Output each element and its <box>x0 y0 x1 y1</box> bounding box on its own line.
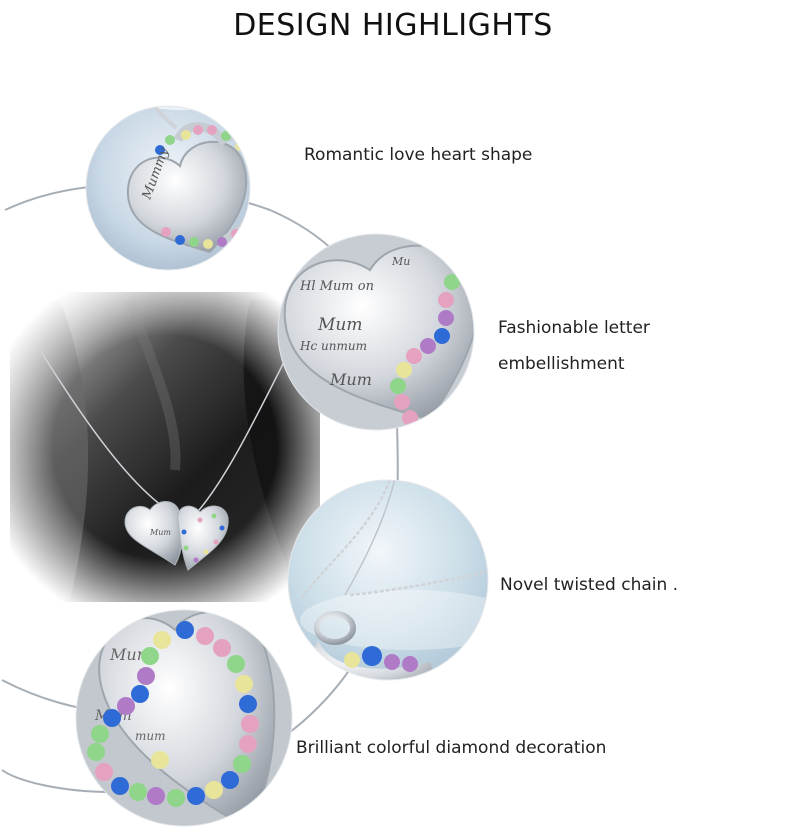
feature-label-twisted-chain: Novel twisted chain . <box>500 575 679 595</box>
feature-label-colorful-diamonds: Brilliant colorful diamond decoration <box>296 738 607 758</box>
detail-heart-shape: Mummy <box>86 106 250 270</box>
feature-label-letter-line1: Fashionable letter <box>498 318 650 338</box>
svg-text:Mum: Mum <box>149 528 171 537</box>
svg-text:mum: mum <box>135 729 166 743</box>
svg-text:Hl Mum on: Hl Mum on <box>299 279 374 294</box>
detail-colorful-diamonds: Mum Mum mum <box>76 610 292 826</box>
model-photo: Mum <box>10 292 320 602</box>
feature-label-letter-line2: embellishment <box>498 354 625 374</box>
detail-letter-embellishment: Hl Mum on Mum Hc unmum Mum Mu <box>278 234 474 430</box>
feature-label-heart-shape: Romantic love heart shape <box>304 145 533 165</box>
svg-text:Mum: Mum <box>317 315 362 335</box>
page-title: DESIGN HIGHLIGHTS <box>233 8 553 43</box>
svg-text:Mu: Mu <box>391 255 410 268</box>
detail-twisted-chain <box>288 480 488 680</box>
svg-text:Hc unmum: Hc unmum <box>299 339 367 353</box>
svg-text:Mum: Mum <box>329 370 372 389</box>
svg-text:Mum: Mum <box>109 645 152 664</box>
